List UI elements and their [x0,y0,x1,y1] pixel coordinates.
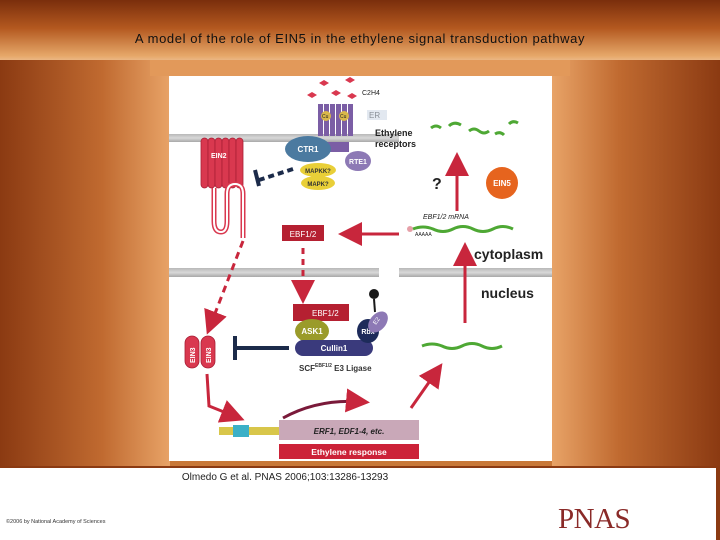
ebf-nucleus-protein [293,304,349,321]
cullin1-label: Cullin1 [321,344,348,353]
cullin1-protein [295,340,373,356]
ein3-label: EIN3 [190,347,197,363]
e2-protein [368,311,388,333]
ethylene-molecules [307,77,357,99]
rbx-label: Rbx [361,329,374,336]
ask1-label: ASK1 [301,327,323,336]
ein3-to-gene-arrow [205,373,245,423]
er-membrane [169,134,399,142]
ask1-protein [295,319,329,343]
nuclear-mrna [421,342,503,350]
poly-a-label: AAAAA [415,232,432,238]
ethylene-response-box [279,444,419,459]
ein2-protein [200,137,246,238]
scf-ligase-label: SCFEBF1/2 E3 Ligase [299,363,372,373]
slide-title: A model of the role of EIN5 in the ethyl… [134,31,586,46]
ebf-nucleus-label: EBF1/2 [312,309,339,318]
ebf-cytoplasm-protein [282,225,324,241]
pnas-logo: PNAS [558,503,631,535]
scf-inhibition-marker [233,336,289,360]
nucleus-label: nucleus [481,285,534,301]
degraded-mrna-fragments [430,120,519,137]
nuclear-envelope-left [169,268,379,277]
e2-label: E2 [373,316,383,326]
cu-label: Cu [322,114,329,120]
ein3-dimer: EIN3 EIN3 [184,335,216,369]
rte1-label: RTE1 [349,159,367,166]
genes-label: ERF1, EDF1-4, etc. [314,427,385,436]
question-mark: ? [432,176,442,193]
ebf-cytoplasm-label: EBF1/2 [290,230,317,239]
transcription-arrow [282,388,370,420]
ebf-mrna [412,225,514,233]
rte1-protein [345,151,371,171]
mapk-label: MAPK? [307,182,329,188]
mapkk-protein [300,163,336,177]
ctr1-label: CTR1 [298,145,319,154]
ethylene-receptor-dimer: Cu Cu [318,104,353,152]
mapk-protein [301,176,335,190]
citation: Olmedo G et al. PNAS 2006;103:13286-1329… [181,472,389,483]
cu-label: Cu [340,114,347,120]
ethylene-molecule [345,77,355,83]
c2h4-label: C2H4 [362,90,380,97]
ethylene-receptors-label: Ethylene receptors [375,128,416,149]
er-label-box [367,110,387,120]
ethylene-response-label: Ethylene response [311,447,387,457]
ein5-protein [486,167,518,199]
ctr1-protein [285,136,331,162]
cytoplasm-label: cytoplasm [474,246,543,262]
ein3-label: EIN3 [206,347,213,363]
scf-complex: EBF1/2 ASK1 Cullin1 Rbx E2 [293,289,388,356]
copyright-notice: ©2006 by National Academy of Sciences [6,519,106,525]
target-gene: ERF1, EDF1-4, etc. [219,420,419,440]
ethylene-molecule [307,92,317,98]
ubiquitin [369,289,379,299]
ebf-mrna-label: EBF1/2 mRNA [423,214,469,221]
response-to-nucleus-arrow [409,363,443,409]
ethylene-molecule [331,90,341,96]
ein2-label: EIN2 [211,153,227,160]
nuclear-envelope-right [399,268,552,277]
ctr1-inhibition-marker [253,167,294,187]
ein2-to-ein3-arrow [204,240,245,335]
ethylene-molecule [319,80,329,86]
ein5-label: EIN5 [493,179,511,188]
mrna-cap [407,226,413,232]
ethylene-molecule [347,93,357,99]
mapkk-label: MAPKK? [305,169,331,175]
ethylene-pathway-diagram: ER C2H4 Cu Cu Ethylene receptors CTR1 RT… [169,76,552,461]
